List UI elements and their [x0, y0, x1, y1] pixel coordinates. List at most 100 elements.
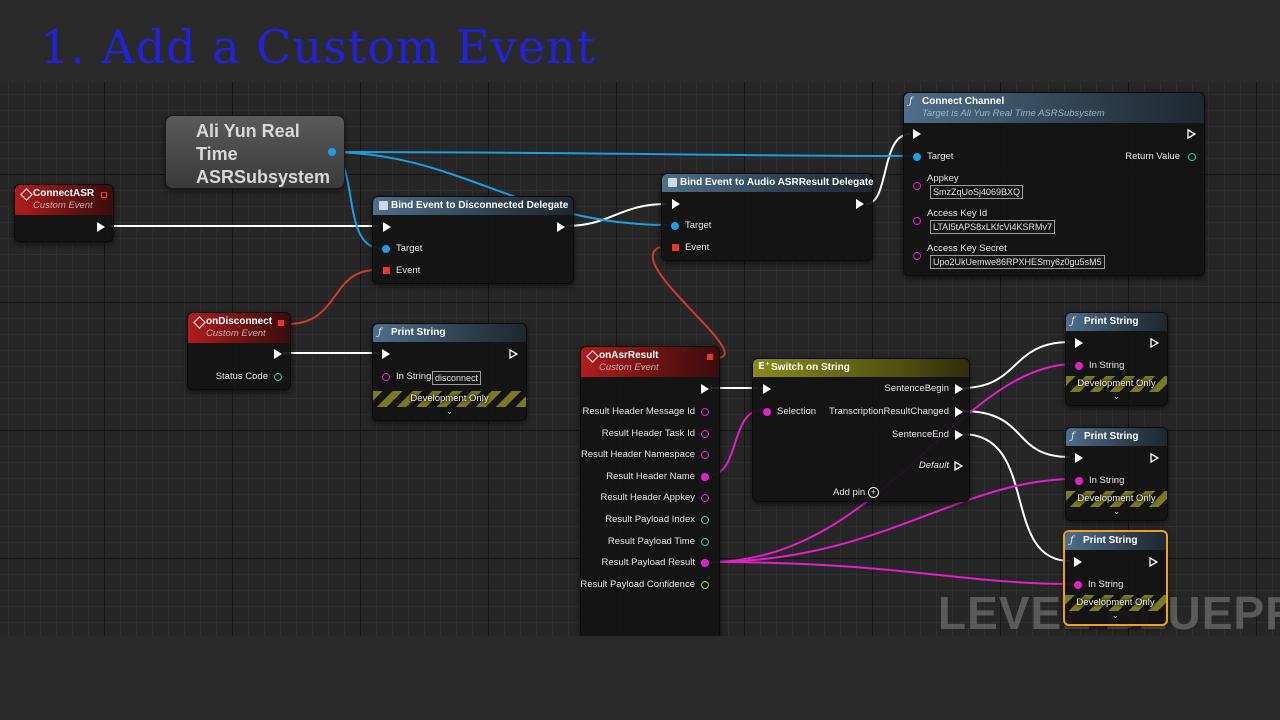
function-icon: ƒ	[1071, 431, 1075, 442]
pin-result-header-task-id[interactable]	[701, 430, 709, 438]
subsystem-output-pin[interactable]	[328, 148, 336, 156]
delegate-output-icon[interactable]	[101, 192, 107, 198]
bind-audio-node[interactable]: Bind Event to Audio ASRResult Delegate T…	[661, 173, 874, 261]
pin-result-header-appkey[interactable]	[701, 494, 709, 502]
connectasr-event-node[interactable]: ConnectASR Custom Event	[14, 184, 114, 242]
object-wire-subsystem-bindaudio	[327, 151, 669, 226]
switch-icon: E⁺	[758, 361, 771, 372]
delegate-wire-onasrresult	[651, 246, 726, 359]
connect-channel-subtitle: Target is Ali Yun Real Time ASRSubsystem	[922, 108, 1105, 119]
print-string-2-node[interactable]: ƒ Print String In String Development Onl…	[1065, 427, 1168, 521]
connect-channel-exec-in[interactable]	[913, 129, 921, 139]
access-key-id-pin[interactable]	[913, 217, 921, 225]
bind-audio-event-pin[interactable]	[672, 244, 679, 251]
connect-channel-node[interactable]: ƒ Connect Channel Target is Ali Yun Real…	[903, 92, 1205, 276]
print-2-exec-in[interactable]	[1075, 453, 1083, 463]
print-3-instring-pin[interactable]	[1074, 581, 1082, 589]
bind-audio-header: Bind Event to Audio ASRResult Delegate	[662, 174, 874, 192]
function-box-icon	[379, 201, 388, 210]
switch-header: E⁺ Switch on String	[753, 359, 969, 377]
access-key-secret-pin[interactable]	[913, 252, 921, 260]
pin-result-payload-result[interactable]	[701, 559, 709, 567]
print-2-exec-out[interactable]	[1150, 453, 1159, 463]
bind-disconnected-target-pin[interactable]	[382, 245, 390, 253]
print-disconnect-exec-out[interactable]	[509, 349, 518, 359]
delegate-output-icon[interactable]	[707, 354, 713, 360]
switch-exec-default[interactable]	[954, 461, 963, 471]
ondisconnect-header: onDisconnect Custom Event	[188, 313, 290, 343]
print-disconnect-instring-input[interactable]: disconnect	[432, 371, 482, 385]
appkey-pin[interactable]	[913, 182, 921, 190]
bind-disconnected-node[interactable]: Bind Event to Disconnected Delegate Targ…	[372, 196, 574, 284]
chevron-down-icon[interactable]: ⌄	[1113, 507, 1120, 516]
connect-channel-target-pin[interactable]	[913, 153, 921, 161]
ondisconnect-exec-out[interactable]	[274, 349, 282, 359]
print-3-exec-in[interactable]	[1074, 557, 1082, 567]
status-code-pin[interactable]	[274, 373, 282, 381]
print-2-instring-pin[interactable]	[1075, 477, 1083, 485]
switch-exec-in[interactable]	[763, 384, 771, 394]
switch-output-transcriptionresultchanged: TranscriptionResultChanged	[828, 406, 949, 417]
switch-exec-sentenceend[interactable]	[955, 430, 963, 440]
switch-on-string-node[interactable]: E⁺ Switch on String Selection SentenceBe…	[752, 358, 970, 502]
access-key-id-label: Access Key Id	[927, 208, 988, 219]
print-disconnect-instring-pin[interactable]	[382, 373, 390, 381]
bind-disconnected-exec-in[interactable]	[383, 222, 391, 232]
onasrresult-event-node[interactable]: onAsrResult Custom Event Result Header M…	[580, 346, 720, 636]
pin-result-payload-confidence[interactable]	[701, 581, 709, 589]
bind-audio-target-pin[interactable]	[671, 222, 679, 230]
ondisconnect-title: onDisconnect	[206, 316, 273, 327]
appkey-input[interactable]: SmzZqUoSj4069BXQ	[930, 185, 1024, 199]
access-key-secret-input[interactable]: Upo2UkUemwe86RPXHESmy6z0gu5sM5	[930, 255, 1105, 269]
print-3-exec-out[interactable]	[1149, 557, 1158, 567]
bind-disconnected-exec-out[interactable]	[557, 222, 565, 232]
exec-wire-switch-print1	[961, 341, 1071, 389]
pin-result-header-message-id[interactable]	[701, 408, 709, 416]
print-disconnect-exec-in[interactable]	[382, 349, 390, 359]
subsystem-variable-node[interactable]: Ali Yun Real Time ASRSubsystem	[165, 115, 345, 189]
function-icon: ƒ	[909, 96, 913, 107]
development-only-banner: Development Only	[1066, 491, 1167, 507]
print-string-disconnect-node[interactable]: ƒ Print String In String disconnect Deve…	[372, 323, 527, 421]
print-string-1-node[interactable]: ƒ Print String In String Development Onl…	[1065, 312, 1168, 406]
event-icon	[193, 316, 206, 329]
blueprint-graph[interactable]: LEVEL BLUEPRINT Ali Yun R	[0, 82, 1280, 636]
print-string-3-node[interactable]: ƒ Print String In String Development Onl…	[1063, 530, 1168, 626]
connectasr-exec-out[interactable]	[97, 222, 105, 232]
switch-selection-label: Selection	[777, 406, 817, 417]
development-only-banner: Development Only	[1065, 595, 1166, 611]
string-wire-result-print2	[709, 478, 1075, 563]
bind-disconnected-event-pin[interactable]	[383, 267, 390, 274]
access-key-id-input[interactable]: LTAI5tAPS8xLKfcVi4KSRMv7	[930, 220, 1056, 234]
function-box-icon	[668, 178, 677, 187]
pin-result-header-name[interactable]	[701, 473, 709, 481]
pin-result-header-namespace[interactable]	[701, 451, 709, 459]
pin-result-payload-index[interactable]	[701, 516, 709, 524]
output-result-header-task-id: Result Header Task Id	[601, 428, 695, 439]
output-result-payload-index: Result Payload Index	[605, 514, 695, 525]
switch-exec-transcriptionresultchanged[interactable]	[955, 407, 963, 417]
slide-title: 1. Add a Custom Event	[40, 20, 597, 74]
chevron-down-icon[interactable]: ⌄	[1112, 611, 1119, 620]
chevron-down-icon[interactable]: ⌄	[1113, 392, 1120, 401]
print-1-exec-in[interactable]	[1075, 338, 1083, 348]
bind-audio-exec-out[interactable]	[856, 199, 864, 209]
onasrresult-title: onAsrResult	[599, 350, 659, 361]
print-1-exec-out[interactable]	[1150, 338, 1159, 348]
delegate-output-icon[interactable]	[278, 320, 284, 326]
chevron-down-icon[interactable]: ⌄	[446, 407, 453, 416]
print-3-header: ƒ Print String	[1065, 532, 1166, 550]
switch-selection-pin[interactable]	[763, 408, 771, 416]
print-1-instring-pin[interactable]	[1075, 362, 1083, 370]
pin-result-payload-time[interactable]	[701, 538, 709, 546]
switch-exec-sentencebegin[interactable]	[955, 384, 963, 394]
ondisconnect-event-node[interactable]: onDisconnect Custom Event Status Code	[187, 312, 291, 390]
switch-add-pin-button[interactable]: Add pin +	[833, 487, 879, 498]
connect-channel-return-pin[interactable]	[1188, 153, 1196, 161]
connectasr-title: ConnectASR	[33, 188, 95, 199]
bind-audio-exec-in[interactable]	[672, 199, 680, 209]
onasrresult-exec-out[interactable]	[701, 384, 709, 394]
print-disconnect-title: Print String	[391, 327, 446, 338]
print-3-instring-label: In String	[1088, 579, 1124, 590]
bind-audio-title: Bind Event to Audio ASRResult Delegate	[680, 177, 874, 188]
